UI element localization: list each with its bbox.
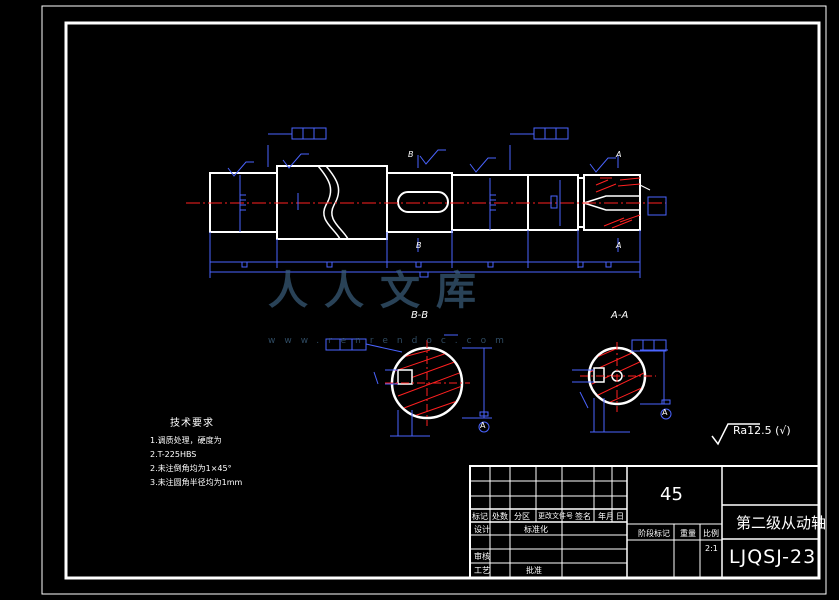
technical-requirements: 技术要求 1.调质处理，硬度为 2.T-225HBS 2.未注倒角均为1×45°… xyxy=(150,417,242,490)
std-label: 标准化 xyxy=(524,525,548,534)
callout-b-top: B xyxy=(408,150,414,159)
drawing-frame xyxy=(64,21,821,580)
watermark: 人人文库 xyxy=(268,267,492,314)
general-roughness: Ra12.5 (√) xyxy=(733,424,791,437)
end-hatch xyxy=(595,177,641,229)
callout-a-top: A xyxy=(616,150,622,159)
tech-note-item: 2.T-225HBS xyxy=(150,450,197,459)
part-name: 第二级从动轴 xyxy=(736,514,827,532)
watermark-url: www.renrendoc.com xyxy=(268,336,513,346)
tech-note-item: 2.未注倒角均为1×45° xyxy=(150,464,232,473)
section-label-bb: B-B xyxy=(411,310,429,321)
drawing-code: LJQSJ-23 xyxy=(729,546,817,568)
section-label-aa: A-A xyxy=(611,310,629,321)
title-block xyxy=(469,465,820,579)
row-label-process: 工艺 xyxy=(474,566,490,575)
datum-a-aa: A xyxy=(662,408,668,417)
roughness-symbol xyxy=(711,423,760,446)
section-b-b xyxy=(325,334,492,437)
header-cell: 处数 xyxy=(492,512,508,521)
header-cell: 年 xyxy=(598,512,606,521)
dimension-lines xyxy=(209,127,667,278)
row-label-design: 设计 xyxy=(474,525,490,534)
stage-label: 阶段标记 xyxy=(638,529,670,538)
center-hole xyxy=(583,195,640,211)
scale-label: 比例 xyxy=(703,529,719,538)
approve-label: 批准 xyxy=(526,566,542,575)
tech-notes-title: 技术要求 xyxy=(170,418,214,429)
scale-value: 2:1 xyxy=(705,544,718,553)
outer-sheet-border xyxy=(41,5,827,595)
callout-b-bottom: B xyxy=(416,241,422,250)
callout-a-bottom: A xyxy=(616,241,622,250)
material-value: 45 xyxy=(660,484,683,505)
header-cell: 分区 xyxy=(514,512,530,521)
tech-note-item: 3.未注圆角半径均为1mm xyxy=(150,478,243,487)
header-cell: 标记 xyxy=(472,512,488,521)
header-cell: 月 xyxy=(606,512,614,521)
datum-a-bb: A xyxy=(480,421,486,430)
header-cell: 签名 xyxy=(575,512,591,521)
weight-label: 重量 xyxy=(680,529,696,538)
header-cell: 日 xyxy=(616,512,624,521)
tech-note-item: 1.调质处理，硬度为 xyxy=(150,436,222,445)
section-a-a xyxy=(572,339,672,433)
row-label-review: 审核 xyxy=(474,552,490,561)
header-cell: 更改文件号 xyxy=(538,512,573,520)
